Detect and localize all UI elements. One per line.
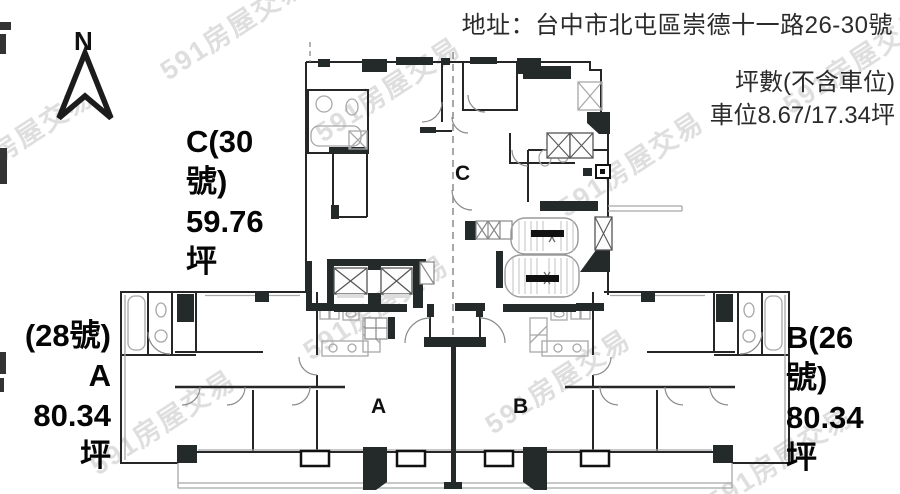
unit-a-label-line: 80.34	[33, 398, 111, 433]
unit-a-plan-letter: A	[371, 395, 386, 418]
area-note-text: 坪數(不含車位)	[735, 69, 895, 96]
unit-c-label-line: 59.76	[186, 204, 264, 239]
unit-b-plan-letter: B	[513, 395, 528, 418]
compass-north-label: N	[74, 26, 93, 56]
north-arrow-icon	[56, 45, 114, 121]
unit-a-label-line: A	[88, 358, 111, 393]
unit-c-plan-letter: C	[455, 162, 470, 185]
core-area	[306, 52, 613, 489]
unit-c-label: C(30 號) 59.76 坪	[186, 122, 264, 282]
unit-b-label-line: 坪	[786, 440, 817, 475]
unit-a-wing	[120, 291, 455, 490]
unit-b-label: B(26 號) 80.34 坪	[786, 318, 864, 478]
unit-b-label-line: B(26	[786, 320, 854, 355]
unit-c-tower	[305, 42, 683, 295]
parking-note-text: 車位8.67/17.34坪	[709, 102, 895, 129]
unit-b-wing	[453, 289, 791, 492]
unit-b-label-line: 號)	[786, 360, 828, 395]
unit-c-label-line: C(30	[186, 124, 254, 159]
unit-c-label-line: 號)	[186, 164, 228, 199]
unit-b-label-line: 80.34	[786, 400, 864, 435]
plan-edge-marks	[0, 22, 11, 392]
watermark-text: 591房屋交易	[154, 0, 311, 86]
unit-a-label: (28號) A 80.34 坪	[0, 316, 111, 476]
unit-a-label-line: 坪	[80, 438, 111, 473]
unit-c-label-line: 坪	[186, 244, 217, 279]
address-text: 地址：台中市北屯區崇德十一路26-30號	[461, 12, 893, 39]
unit-a-label-line: (28號)	[24, 318, 111, 353]
